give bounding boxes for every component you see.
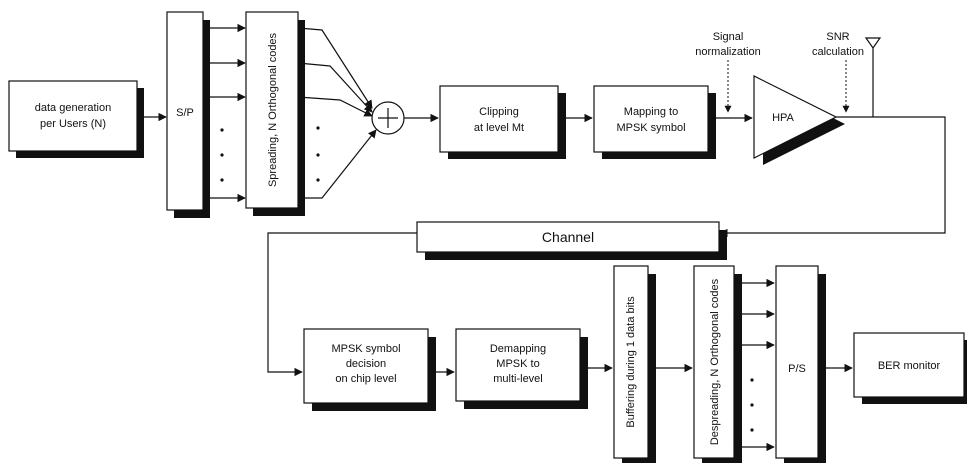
ber-monitor-label: BER monitor xyxy=(878,360,941,372)
clipping-label-2: at level Mt xyxy=(474,122,524,134)
sp-to-spreading-arrows xyxy=(203,23,246,203)
line-channel-to-decision xyxy=(267,232,417,377)
adder-symbol xyxy=(371,101,405,135)
demapping-label-3: multi-level xyxy=(493,373,543,385)
demapping-label-2: MPSK to xyxy=(496,358,539,370)
buffering-block: Buffering during 1 data bits xyxy=(613,265,656,463)
ps-label: P/S xyxy=(788,363,806,375)
signal-normalization-annotation: Signal normalization xyxy=(695,31,761,113)
mapping-label-2: MPSK symbol xyxy=(616,122,685,134)
ps-block: P/S xyxy=(775,265,826,463)
data-generation-block: data generation per Users (N) xyxy=(8,80,144,158)
despreading-block: Despreading, N Orthogonal codes xyxy=(693,265,742,463)
channel-block: Channel xyxy=(416,221,727,260)
demapping-block: Demapping MPSK to multi-level xyxy=(455,328,588,409)
signal-normalization-label-2: normalization xyxy=(695,46,760,58)
signal-normalization-label-1: Signal xyxy=(713,31,744,43)
hpa-label: HPA xyxy=(772,112,794,124)
spreading-to-adder-lines xyxy=(297,27,377,199)
channel-label: Channel xyxy=(542,229,594,245)
antenna-icon xyxy=(864,37,882,117)
sp-block: S/P xyxy=(166,11,210,218)
snr-label-2: calculation xyxy=(812,46,864,58)
data-generation-label-1: data generation xyxy=(35,102,111,114)
mpsk-decision-label-1: MPSK symbol xyxy=(331,343,400,355)
hpa-block: HPA xyxy=(753,75,845,165)
despreading-label: Despreading, N Orthogonal codes xyxy=(709,278,721,445)
snr-label-1: SNR xyxy=(826,31,849,43)
ber-monitor-block: BER monitor xyxy=(853,332,967,404)
demapping-label-1: Demapping xyxy=(490,343,546,355)
despreading-to-ps-arrows xyxy=(734,278,775,452)
line-hpa-to-channel xyxy=(719,116,946,238)
buffering-label: Buffering during 1 data bits xyxy=(625,296,637,428)
clipping-label-1: Clipping xyxy=(479,106,519,118)
data-generation-label-2: per Users (N) xyxy=(40,118,106,130)
mapping-block: Mapping to MPSK symbol xyxy=(593,85,716,159)
snr-annotation: SNR calculation xyxy=(812,31,864,113)
mpsk-decision-block: MPSK symbol decision on chip level xyxy=(303,328,436,411)
spreading-label: Spreading, N Orthogonal codes xyxy=(267,32,279,187)
mapping-label-1: Mapping to xyxy=(624,106,678,118)
clipping-block: Clipping at level Mt xyxy=(439,85,566,159)
mpsk-decision-label-3: on chip level xyxy=(335,373,396,385)
mpsk-decision-label-2: decision xyxy=(346,358,386,370)
spreading-block: Spreading, N Orthogonal codes xyxy=(245,11,305,216)
sp-label: S/P xyxy=(176,107,194,119)
